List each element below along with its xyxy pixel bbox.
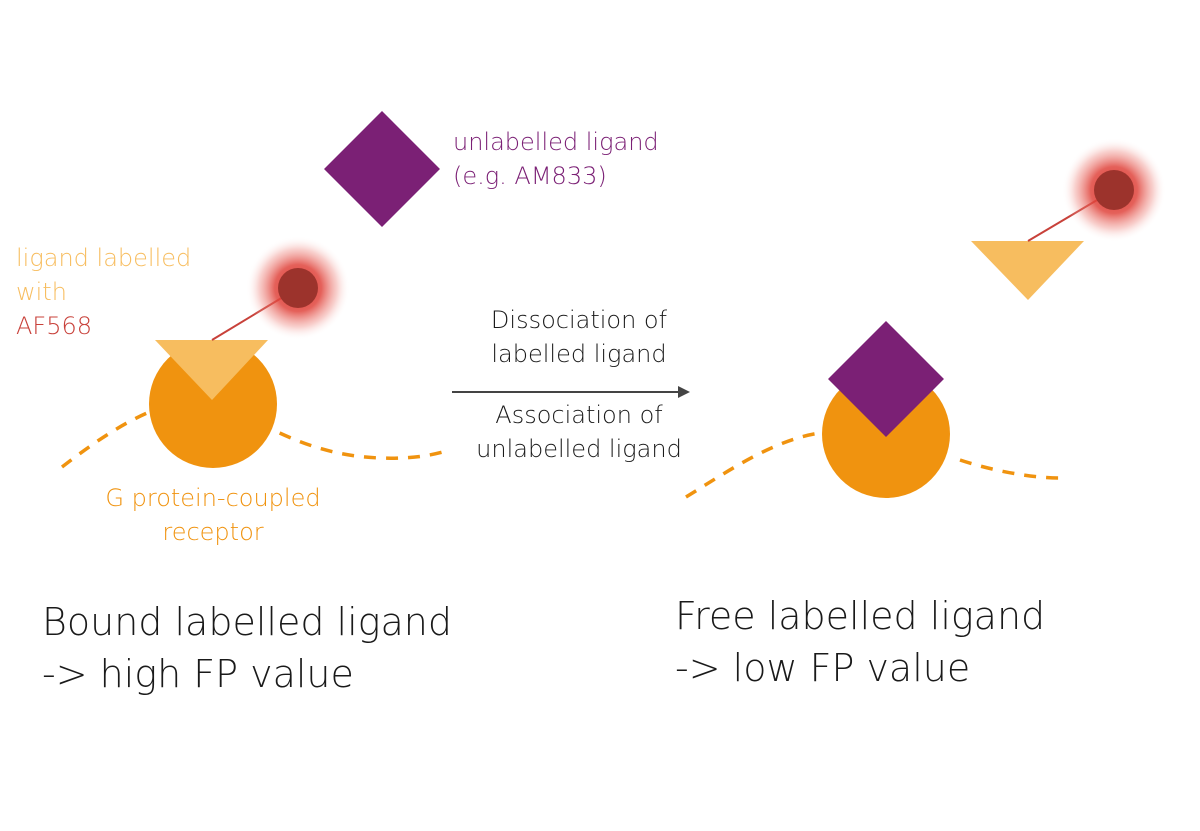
receptor-left bbox=[149, 340, 277, 468]
membrane-right bbox=[685, 430, 1061, 499]
bound-caption-line1: Bound labelled ligand bbox=[42, 600, 452, 644]
arrow-top-label-line2: labelled ligand bbox=[491, 340, 667, 368]
labelled-ligand-label-line1: ligand labelled bbox=[16, 244, 192, 272]
labelled-ligand-label-line3: AF568 bbox=[16, 312, 93, 340]
unlabelled-ligand-label-line1: unlabelled ligand bbox=[453, 128, 659, 156]
labelled-ligand-label: ligand labelled with AF568 bbox=[16, 241, 191, 343]
arrow-bottom-label-line2: unlabelled ligand bbox=[476, 435, 682, 463]
receptor-label-line1: G protein-coupled bbox=[105, 484, 321, 512]
unlabelled-ligand-label: unlabelled ligand (e.g. AM833) bbox=[453, 125, 659, 193]
free-caption: Free labelled ligand -> low FP value bbox=[675, 590, 1045, 694]
arrow-bottom-label: Association of unlabelled ligand bbox=[449, 398, 709, 466]
unlabelled-ligand-diamond-top bbox=[324, 111, 440, 227]
free-caption-line2: -> low FP value bbox=[675, 646, 971, 690]
bound-caption-line2: -> high FP value bbox=[42, 652, 354, 696]
arrow-top-label: Dissociation of labelled ligand bbox=[449, 303, 709, 371]
receptor-label-line2: receptor bbox=[162, 518, 264, 546]
fluorophore-core-left bbox=[278, 268, 318, 308]
labelled-ligand-triangle-left bbox=[155, 340, 268, 400]
fluorophore-core-right bbox=[1094, 170, 1134, 210]
bound-caption: Bound labelled ligand -> high FP value bbox=[42, 596, 452, 700]
free-caption-line1: Free labelled ligand bbox=[675, 594, 1046, 638]
unlabelled-ligand-diamond-bound bbox=[828, 321, 944, 437]
arrow-bottom-label-line1: Association of bbox=[495, 401, 663, 429]
receptor-label: G protein-coupled receptor bbox=[88, 481, 338, 549]
unlabelled-ligand-label-line2: (e.g. AM833) bbox=[453, 162, 607, 190]
arrow-top-label-line1: Dissociation of bbox=[490, 306, 668, 334]
labelled-ligand-label-line2: with bbox=[16, 278, 67, 306]
labelled-ligand-triangle-right bbox=[971, 241, 1084, 300]
